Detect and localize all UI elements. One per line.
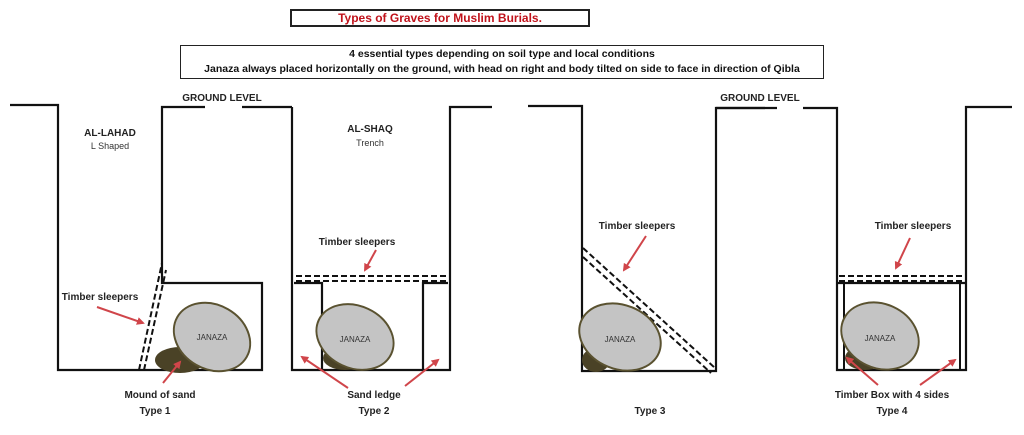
- grave-3-type-label: Type 3: [635, 406, 666, 417]
- timber-sleepers-label: Timber sleepers: [599, 221, 676, 232]
- timber-sleepers-label: Timber sleepers: [875, 221, 952, 232]
- janaza-label: JANAZA: [605, 335, 636, 344]
- grave-4-outline: [803, 105, 1012, 372]
- janaza-body: [172, 301, 252, 373]
- grave-1-subname: L Shaped: [91, 141, 129, 151]
- subtitle-line-2: Janaza always placed horizontally on the…: [204, 63, 800, 75]
- arrow-icon: [162, 360, 182, 384]
- grave-4-type-label: Type 4: [877, 406, 908, 417]
- arrow-icon: [300, 355, 349, 389]
- janaza-label: JANAZA: [340, 335, 371, 344]
- grave-1-outline: [10, 103, 264, 372]
- timber-sleepers-label: Timber sleepers: [62, 292, 139, 303]
- grave-2-type-label: Type 2: [359, 406, 390, 417]
- janaza-body: [840, 301, 920, 371]
- janaza-body: [315, 303, 395, 371]
- grave-1-name: AL-LAHAD: [84, 128, 136, 139]
- janaza-body: [578, 302, 662, 372]
- timber-sleeper-line: [143, 269, 167, 371]
- grave-1-caption: Mound of sand: [124, 390, 195, 401]
- diagram-title: Types of Graves for Muslim Burials.: [290, 9, 590, 27]
- arrow-icon: [845, 356, 879, 386]
- timber-sleeper-line: [582, 247, 716, 369]
- subtitle-line-1: 4 essential types depending on soil type…: [349, 48, 655, 60]
- ground-level-label-1: GROUND LEVEL: [182, 93, 261, 104]
- grave-2-subname: Trench: [356, 138, 384, 148]
- grave-2-name: AL-SHAQ: [347, 124, 393, 135]
- arrow-icon: [96, 306, 145, 325]
- grave-2-outline: [290, 105, 492, 372]
- janaza-label: JANAZA: [197, 333, 228, 342]
- timber-sleeper-line: [582, 256, 712, 374]
- arrow-icon: [894, 237, 911, 270]
- janaza-label: JANAZA: [865, 334, 896, 343]
- diagram-subtitle: 4 essential types depending on soil type…: [180, 45, 824, 79]
- timber-sleepers-label: Timber sleepers: [319, 237, 396, 248]
- arrow-icon: [404, 358, 440, 387]
- grave-type-3: JANAZA Timber sleepers Type 3: [528, 104, 765, 417]
- grave-type-1: AL-LAHAD L Shaped JANAZA Timber sleepers…: [10, 103, 292, 417]
- grave-2-caption: Sand ledge: [347, 390, 401, 401]
- arrow-icon: [919, 358, 957, 386]
- arrow-icon: [364, 249, 377, 272]
- grave-1-type-label: Type 1: [140, 406, 171, 417]
- arrow-icon: [622, 235, 647, 272]
- ground-level-label-2: GROUND LEVEL: [720, 93, 799, 104]
- grave-4-caption: Timber Box with 4 sides: [835, 390, 950, 401]
- sand-ledge-right: [421, 281, 448, 370]
- timber-sleeper-line: [138, 262, 163, 371]
- grave-type-4: JANAZA Timber sleepers Timber Box with 4…: [716, 105, 1012, 417]
- grave-type-2: AL-SHAQ Trench JANAZA Timber sleepers Sa…: [290, 105, 492, 417]
